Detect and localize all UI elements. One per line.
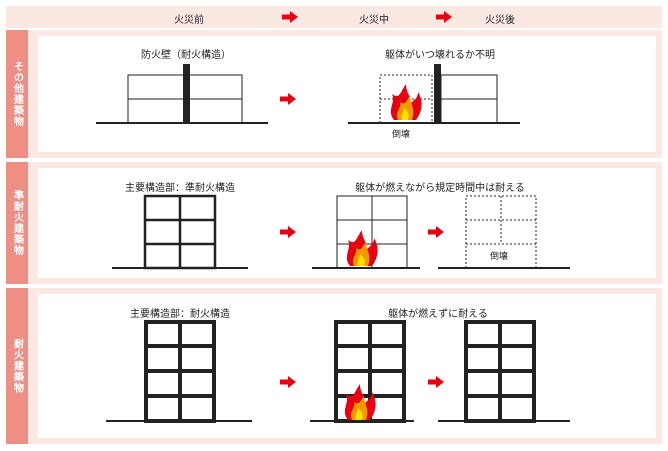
note-collapse-2: 倒壊 [490, 252, 509, 262]
header-arrow-icon [436, 11, 452, 23]
row3-after-building [438, 320, 570, 423]
arrow-icon [280, 226, 296, 238]
caption-firewall: 防火壁（耐火構造） [141, 50, 231, 61]
flame-icon [346, 230, 378, 266]
arrow-icon [280, 376, 296, 388]
flame-icon [390, 84, 422, 120]
caption-fire-structure: 主要構造部：耐火構造 [130, 309, 230, 320]
row2-after-building [438, 195, 570, 269]
row3-during-building [310, 320, 414, 423]
arrow-icon [280, 93, 296, 105]
note-collapse-1: 倒壊 [392, 130, 411, 140]
row-label-other: その他建築物 [6, 30, 28, 158]
row-label-fireproof: 耐火建築物 [6, 288, 28, 444]
caption-quasi-structure: 主要構造部：準耐火構造 [125, 183, 235, 194]
header-bar [6, 6, 662, 28]
row-label-quasi: 準耐火建築物 [6, 162, 28, 284]
row-label-text: 準耐火建築物 [11, 190, 23, 256]
row3-before-building [106, 320, 252, 423]
row-label-text: 耐火建築物 [11, 338, 23, 394]
caption-no-burn: 躯体が燃えずに耐える [388, 309, 488, 320]
arrow-icon [428, 226, 444, 238]
caption-collapse-unknown: 躯体がいつ壊れるか不明 [385, 50, 495, 61]
row1-during-building [348, 64, 520, 124]
row1-before-building [96, 64, 268, 124]
stage-label-before: 火災前 [174, 15, 204, 26]
row2-during-building [312, 195, 420, 269]
stage-label-after: 火災後 [485, 15, 515, 26]
caption-burn-withstand: 躯体が燃えながら規定時間中は耐える [355, 183, 525, 194]
panel-other [38, 36, 656, 152]
arrow-icon [428, 376, 444, 388]
stage-label-during: 火災中 [359, 15, 389, 26]
row-label-text: その他建築物 [11, 61, 23, 127]
header-arrow-icon [282, 11, 298, 23]
row2-before-building [112, 194, 248, 270]
